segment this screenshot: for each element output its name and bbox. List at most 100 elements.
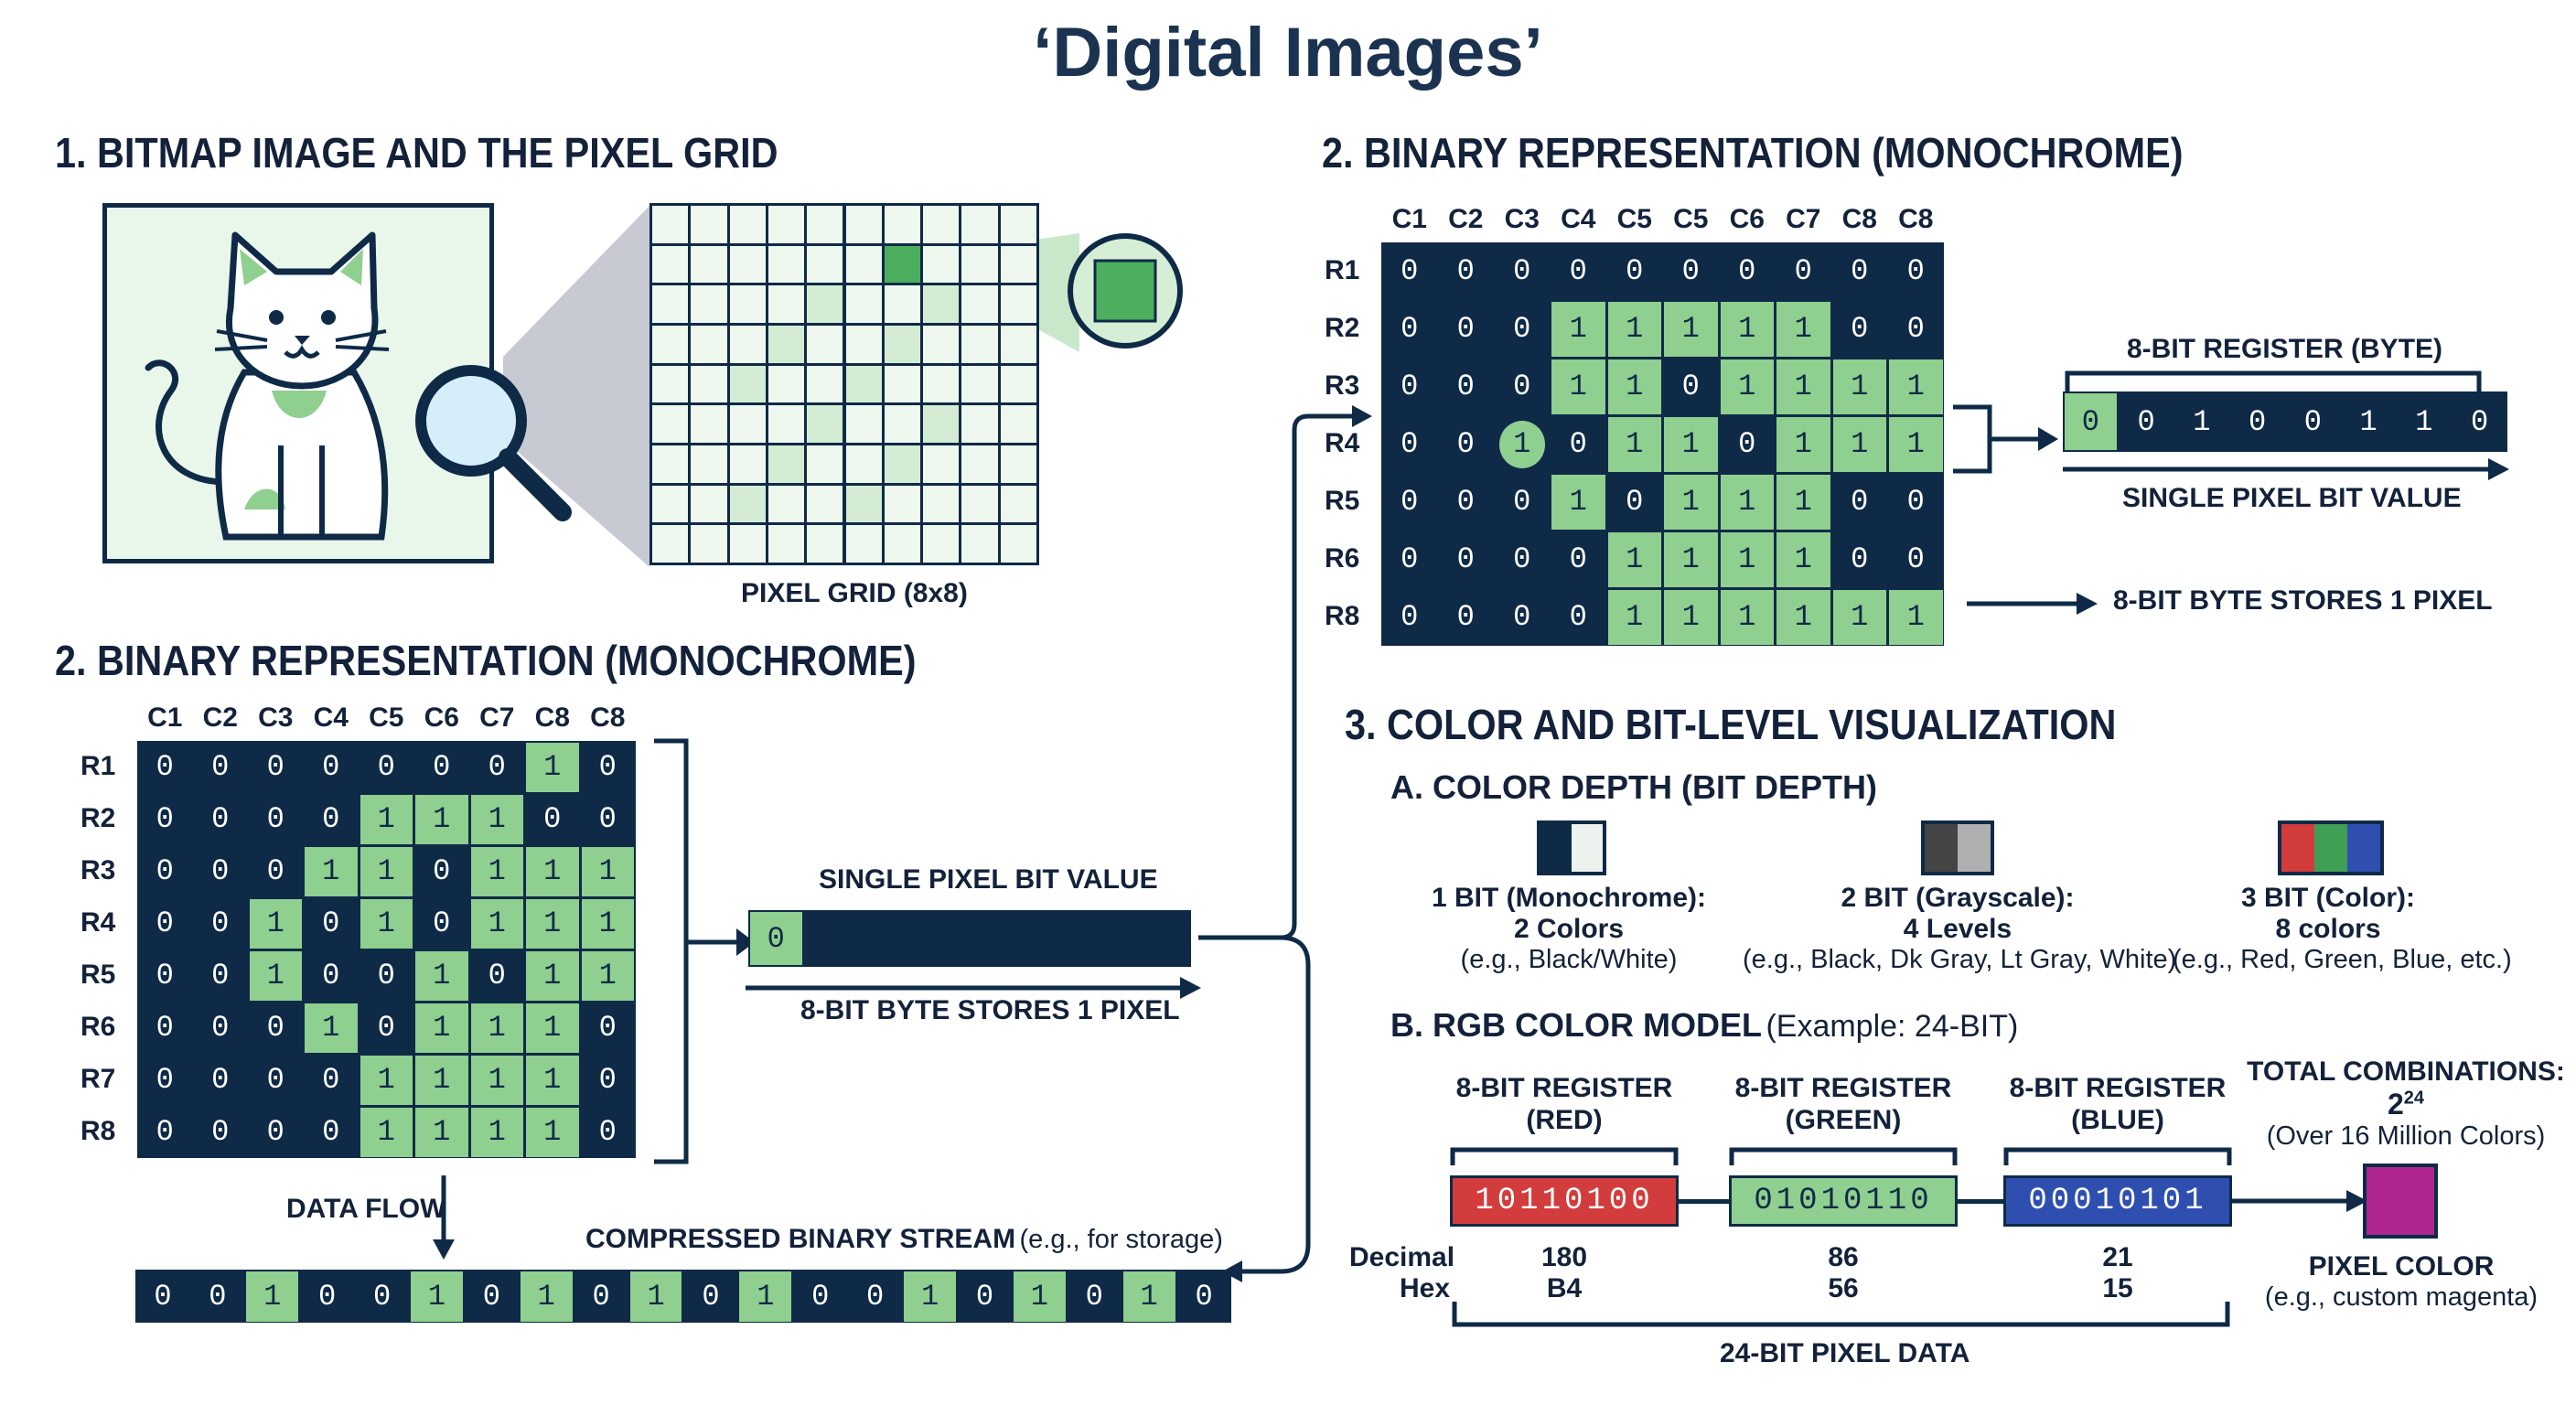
pixel-cell — [652, 445, 689, 483]
binary-cell: 0 — [581, 794, 634, 844]
binary-cell: 0 — [1551, 416, 1605, 472]
row-header: R2 — [1325, 312, 1360, 343]
pixel-cell — [729, 245, 766, 284]
binary-cell: 1 — [526, 898, 579, 949]
binary-cell: 0 — [1720, 416, 1774, 472]
binary-cell: 0 — [1551, 531, 1605, 587]
pixel-cell — [884, 485, 921, 523]
stream-bit: 0 — [684, 1271, 737, 1322]
stream-bit: 1 — [1122, 1271, 1175, 1322]
binary-cell: 0 — [360, 1003, 413, 1053]
binary-cell: 0 — [1551, 243, 1605, 299]
pixel-cell — [807, 326, 843, 363]
pixel-cell — [807, 245, 843, 284]
stream-bit: 1 — [1013, 1271, 1066, 1322]
binary-cell: 0 — [1832, 243, 1886, 299]
binary-cell: 0 — [305, 950, 358, 1001]
col-header: C8 — [1898, 204, 1934, 234]
binary-cell: 0 — [1495, 589, 1549, 645]
binary-cell: 1 — [360, 1107, 413, 1157]
binary-cell: 0 — [1664, 243, 1718, 299]
pixel-cell — [1000, 445, 1036, 483]
binary-cell: 0 — [1607, 243, 1661, 299]
pixel-cell — [961, 365, 998, 403]
pixel-cell — [691, 405, 727, 443]
binary-cell: 0 — [581, 1003, 634, 1053]
pixel-cell — [729, 365, 766, 403]
byte-cell — [805, 912, 857, 965]
pixel-cell — [1000, 285, 1036, 323]
pixel-cell — [729, 326, 766, 363]
binary-cell: 0 — [1439, 416, 1493, 472]
binary-cell: 0 — [1382, 416, 1436, 472]
register-hex: B4 — [1546, 1273, 1583, 1303]
pixel-cell — [961, 285, 998, 323]
pixel-color-text: PIXEL COLOR (e.g., custom magenta) — [2264, 1251, 2538, 1312]
stream-heading: COMPRESSED BINARY STREAM (e.g., for stor… — [585, 1224, 1223, 1255]
register-bit: 0 — [2287, 393, 2339, 450]
binary-cell: 0 — [1382, 474, 1436, 530]
pixel-cell — [923, 206, 960, 243]
pixel-cell — [767, 445, 805, 483]
binary-cell: 1 — [360, 898, 413, 949]
binary-cell: 1 — [526, 1107, 579, 1157]
binary-cell: 1 — [1832, 416, 1886, 472]
col-header: C8 — [1841, 204, 1877, 234]
binary-cell: 1 — [1832, 359, 1886, 414]
pixel-cell — [729, 405, 766, 443]
binary-cell: 0 — [138, 794, 191, 844]
rgb-note: (Example: 24-BIT) — [1766, 1009, 2019, 1044]
arrow-right-icon — [1967, 593, 2098, 615]
binary-cell: 1 — [1664, 474, 1718, 530]
pixel-color-swatch — [2363, 1164, 2438, 1239]
register-bit: 1 — [2342, 393, 2395, 450]
swatch-3bit — [2278, 820, 2384, 875]
pixel-cell — [1000, 206, 1036, 243]
pixel-cell — [652, 206, 689, 243]
binary-cell: 0 — [1664, 359, 1718, 414]
col-header: C7 — [1786, 204, 1821, 234]
binary-cell: 1 — [360, 846, 413, 896]
pixel-cell — [1000, 405, 1036, 443]
pixel-cell — [884, 326, 921, 363]
single-pixel-label-right: SINGLE PIXEL BIT VALUE — [2122, 483, 2462, 513]
stream-bit: 1 — [629, 1271, 682, 1322]
register-decimal: 86 — [1828, 1242, 1859, 1272]
stream-bit: 0 — [849, 1271, 902, 1322]
binary-cell: 0 — [138, 1107, 191, 1157]
binary-cell: 1 — [470, 794, 523, 844]
binary-cell: 1 — [526, 950, 579, 1001]
binary-cell: 1 — [1607, 301, 1661, 357]
row-header: R6 — [80, 1011, 116, 1042]
binary-cell: 0 — [194, 1107, 247, 1157]
pixel-cell — [652, 485, 689, 523]
row-header: R7 — [80, 1063, 116, 1094]
binary-cell: 0 — [1889, 301, 1943, 357]
byte-cell — [1026, 912, 1079, 965]
col-header: C8 — [590, 702, 626, 733]
pixel-cell — [961, 445, 998, 483]
binary-cell: 1 — [470, 1055, 523, 1105]
pixel-cell — [845, 365, 882, 403]
row-header: R5 — [1325, 485, 1360, 516]
depth-2bit-text: 2 BIT (Grayscale): 4 Levels (e.g., Black… — [1743, 883, 2177, 974]
stream-bit: 0 — [574, 1271, 628, 1322]
binary-cell: 0 — [1495, 301, 1549, 357]
pixel-cell — [652, 365, 689, 403]
stream-bit: 1 — [246, 1271, 299, 1322]
binary-cell: 0 — [138, 898, 191, 949]
binary-cell: 0 — [194, 1003, 247, 1053]
binary-cell: 1 — [415, 1107, 468, 1157]
pixel-cell — [767, 285, 805, 323]
binary-cell: 0 — [470, 950, 523, 1001]
depth-1bit-text: 1 BIT (Monochrome): 2 Colors (e.g., Blac… — [1432, 883, 1706, 974]
byte-label-left: 8-BIT BYTE STORES 1 PIXEL — [800, 995, 1180, 1025]
pixel-cell — [729, 285, 766, 323]
binary-cell: 0 — [138, 1055, 191, 1105]
arrow-right-icon — [2232, 1190, 2367, 1212]
pixel-cell — [652, 326, 689, 363]
binary-cell: 0 — [1551, 589, 1605, 645]
register-bit: 0 — [2120, 393, 2173, 450]
binary-cell: 0 — [415, 898, 468, 949]
pixel-cell — [923, 245, 960, 284]
